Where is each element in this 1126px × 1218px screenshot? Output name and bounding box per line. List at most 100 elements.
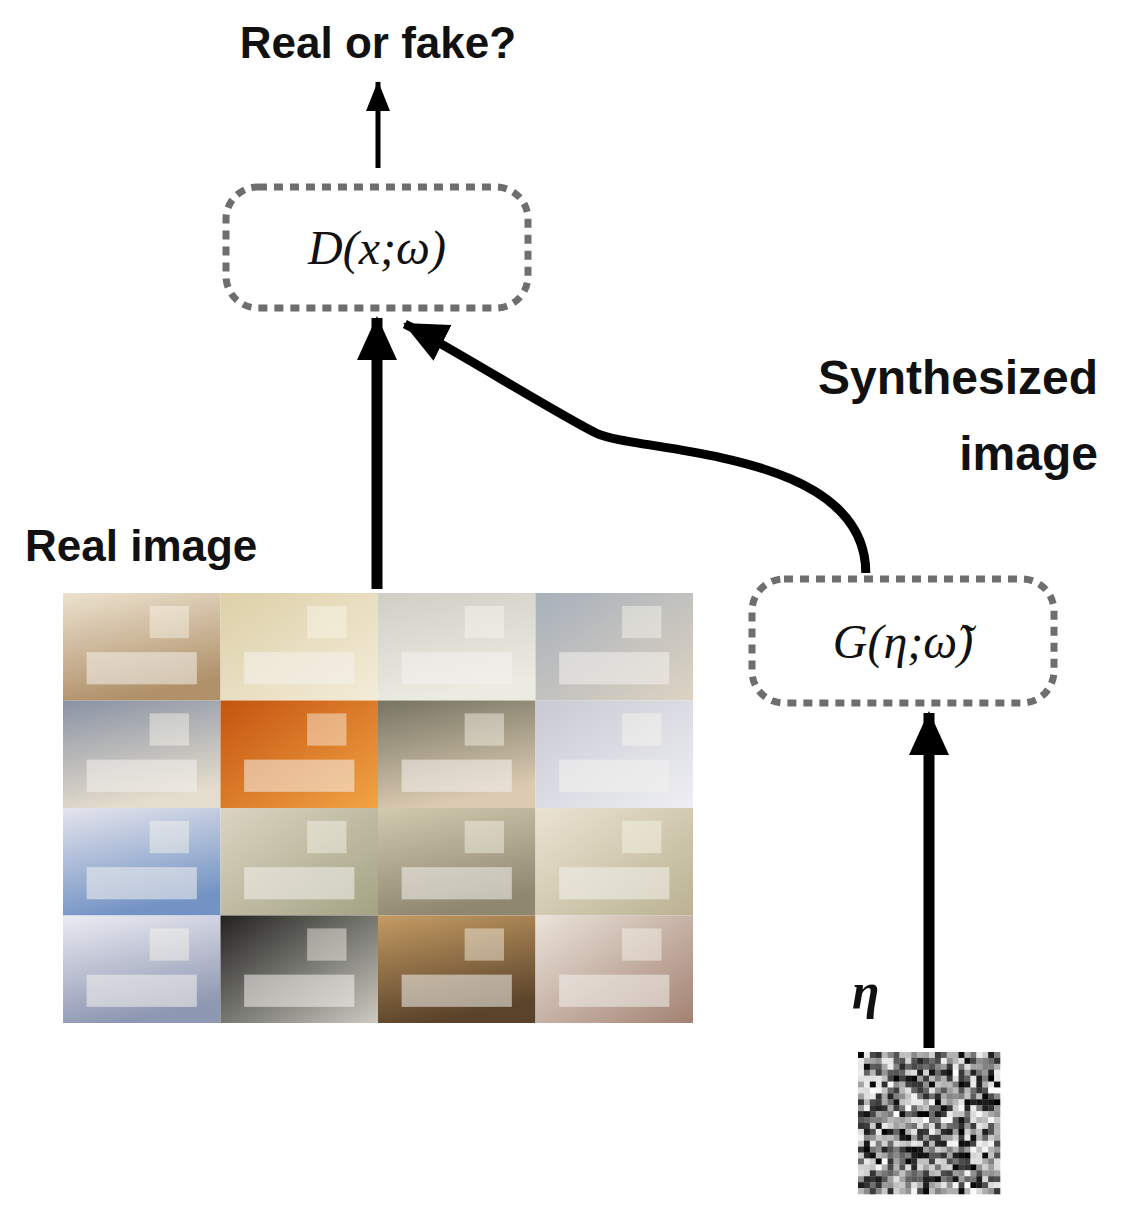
noise-pixel <box>876 1164 882 1170</box>
noise-pixel <box>899 1076 905 1082</box>
window-shape <box>465 713 504 745</box>
noise-pixel <box>870 1105 876 1111</box>
noise-pixel <box>864 1159 870 1165</box>
noise-pixel <box>888 1164 894 1170</box>
noise-pixel <box>917 1164 923 1170</box>
noise-pixel <box>858 1082 864 1088</box>
noise-pixel <box>970 1070 976 1076</box>
noise-pixel <box>935 1141 941 1147</box>
noise-pixel <box>858 1147 864 1153</box>
noise-pixel <box>870 1052 876 1058</box>
noise-pixel <box>911 1182 917 1188</box>
noise-pixel <box>929 1159 935 1165</box>
noise-pixel <box>935 1164 941 1170</box>
noise-pixel <box>864 1099 870 1105</box>
bed-shape <box>87 867 197 899</box>
noise-pixel <box>994 1111 1000 1117</box>
noise-pixel <box>905 1105 911 1111</box>
noise-pixel <box>941 1188 947 1194</box>
noise-pixel <box>959 1111 965 1117</box>
window-shape <box>150 928 189 960</box>
noise-pixel <box>929 1176 935 1182</box>
window-shape <box>307 821 346 853</box>
noise-pixel <box>935 1082 941 1088</box>
noise-pixel <box>953 1093 959 1099</box>
noise-pixel <box>941 1058 947 1064</box>
noise-pixel <box>976 1182 982 1188</box>
noise-pixel <box>888 1188 894 1194</box>
noise-pixel <box>976 1159 982 1165</box>
noise-pixel <box>911 1170 917 1176</box>
noise-pixel <box>917 1141 923 1147</box>
noise-pixel <box>965 1099 971 1105</box>
noise-pixel <box>941 1064 947 1070</box>
noise-pixel <box>982 1099 988 1105</box>
noise-pixel <box>982 1058 988 1064</box>
window-shape <box>307 606 346 638</box>
noise-pixel <box>870 1182 876 1188</box>
noise-pixel <box>917 1117 923 1123</box>
noise-pixel <box>888 1076 894 1082</box>
output-arrow <box>376 82 381 168</box>
noise-pixel <box>899 1070 905 1076</box>
noise-pixel <box>858 1105 864 1111</box>
noise-pixel <box>858 1129 864 1135</box>
noise-pixel <box>929 1076 935 1082</box>
noise-pixel <box>994 1188 1000 1194</box>
noise-pixel <box>970 1141 976 1147</box>
noise-pixel <box>905 1176 911 1182</box>
noise-pixel <box>947 1111 953 1117</box>
noise-pixel <box>870 1117 876 1123</box>
noise-pixel <box>876 1052 882 1058</box>
flow-arrow <box>924 713 935 1048</box>
noise-pixel <box>858 1159 864 1165</box>
noise-pixel <box>994 1064 1000 1070</box>
noise-pixel <box>935 1129 941 1135</box>
noise-pixel <box>894 1164 900 1170</box>
image-tile <box>378 701 536 809</box>
noise-pixel <box>876 1147 882 1153</box>
noise-pixel <box>947 1159 953 1165</box>
noise-pixel <box>899 1129 905 1135</box>
noise-pixel <box>894 1182 900 1188</box>
noise-pixel <box>894 1170 900 1176</box>
noise-pixel <box>970 1188 976 1194</box>
bed-shape <box>87 975 197 1007</box>
noise-pixel <box>917 1153 923 1159</box>
noise-pixel <box>994 1088 1000 1094</box>
noise-pixel <box>988 1052 994 1058</box>
noise-pixel <box>941 1117 947 1123</box>
image-tile <box>221 808 379 916</box>
noise-pixel <box>905 1117 911 1123</box>
image-tile <box>536 701 694 809</box>
noise-pixel <box>959 1135 965 1141</box>
image-tile <box>63 808 221 916</box>
noise-pixel <box>959 1147 965 1153</box>
noise-pixel <box>905 1159 911 1165</box>
noise-pixel <box>870 1129 876 1135</box>
noise-pixel <box>965 1159 971 1165</box>
noise-pixel <box>935 1105 941 1111</box>
noise-pixel <box>953 1058 959 1064</box>
image-heading: Real image <box>25 521 257 571</box>
noise-pixel <box>935 1058 941 1064</box>
noise-pixel <box>858 1076 864 1082</box>
noise-pixel <box>899 1188 905 1194</box>
noise-pixel <box>888 1052 894 1058</box>
noise-pixel <box>905 1164 911 1170</box>
noise-pixel <box>911 1058 917 1064</box>
noise-pixel <box>947 1082 953 1088</box>
noise-pixel <box>882 1182 888 1188</box>
noise-pixel <box>905 1141 911 1147</box>
noise-pixel <box>988 1123 994 1129</box>
noise-pixel <box>882 1159 888 1165</box>
noise-pixel <box>965 1117 971 1123</box>
bed-shape <box>559 975 669 1007</box>
noise-pixel <box>953 1070 959 1076</box>
noise-pixel <box>905 1093 911 1099</box>
noise-pixel <box>976 1147 982 1153</box>
noise-pixel <box>929 1182 935 1188</box>
noise-pixel <box>864 1176 870 1182</box>
window-shape <box>465 821 504 853</box>
